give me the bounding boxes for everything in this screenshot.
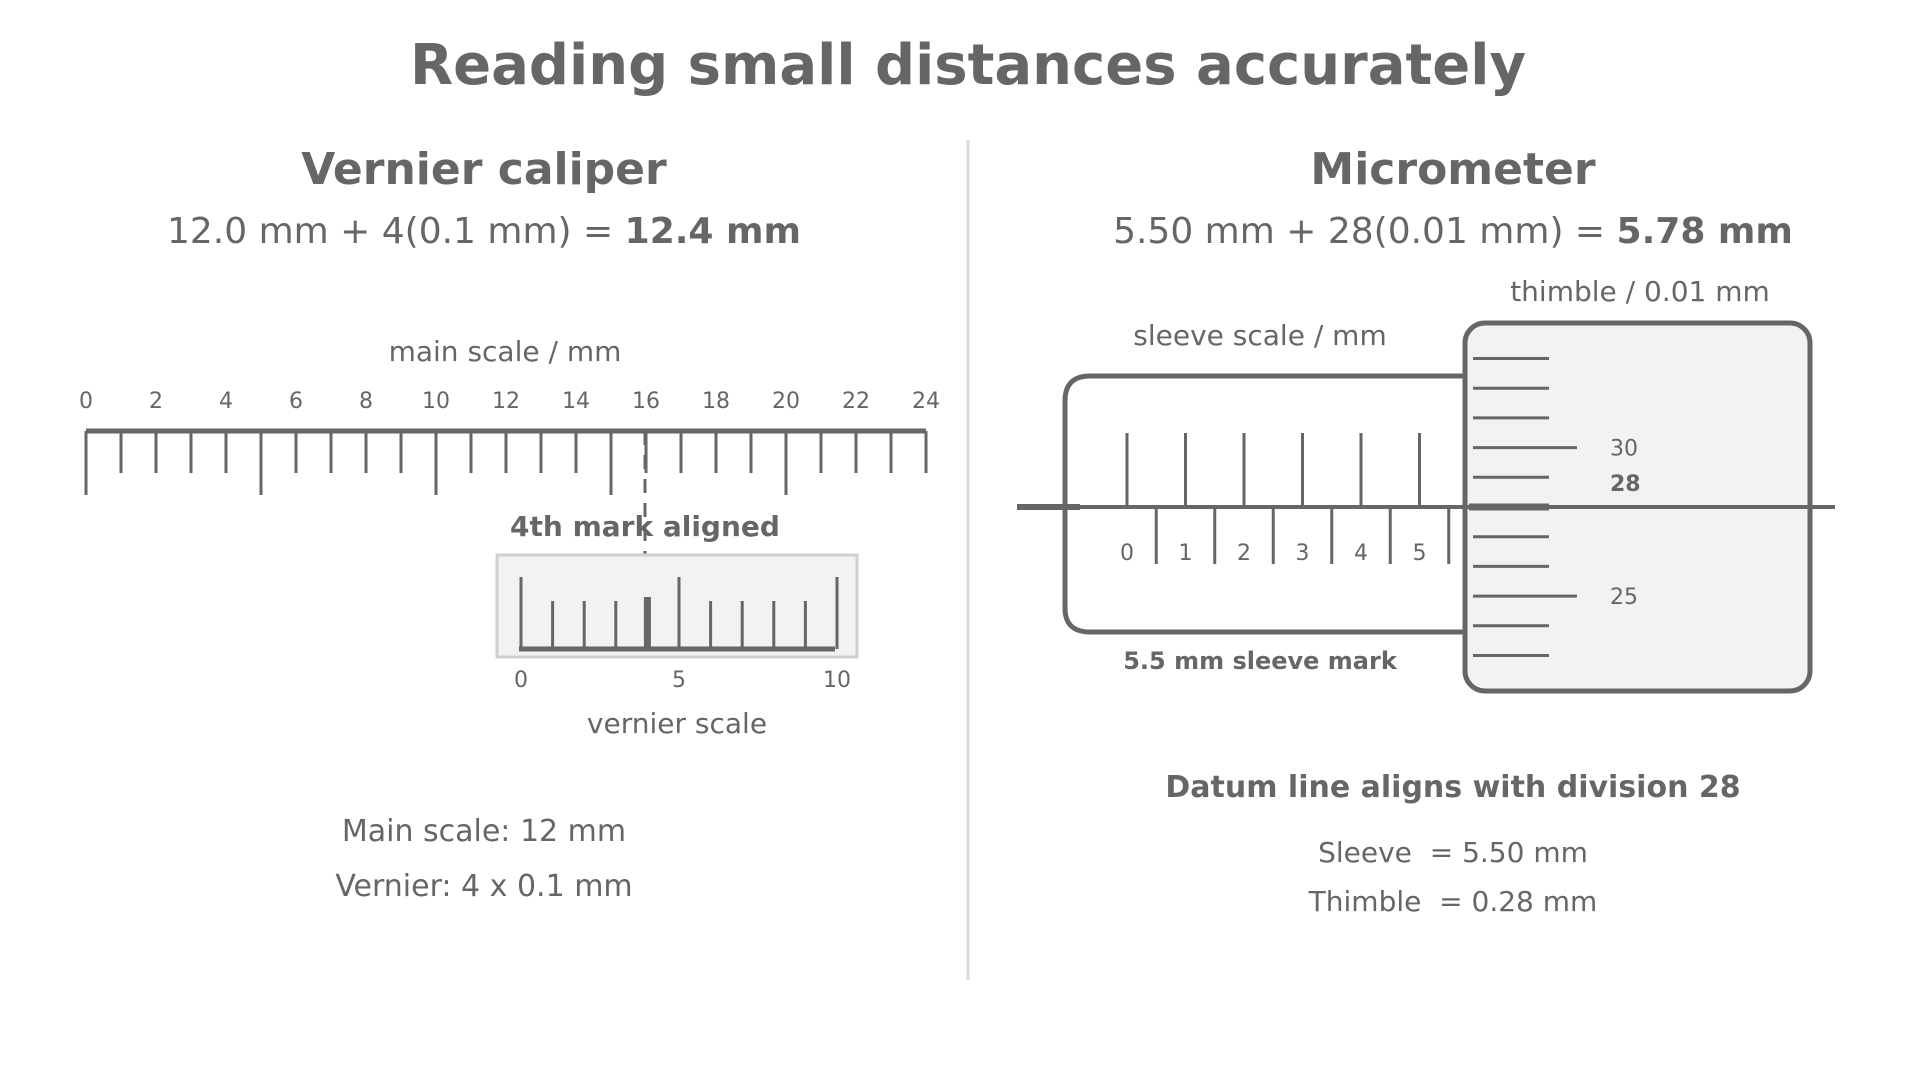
sleeve-tick-label: 2 xyxy=(1237,541,1251,566)
main-scale-tick-label: 6 xyxy=(289,389,303,414)
main-scale-tick-label: 14 xyxy=(562,389,590,414)
main-scale-tick-label: 16 xyxy=(632,389,660,414)
caliper-equation-prefix: 12.0 mm + 4(0.1 mm) = xyxy=(167,211,625,252)
datum-text: Datum line aligns with division 28 xyxy=(1165,770,1740,805)
page-title: Reading small distances accurately xyxy=(410,33,1526,98)
main-scale-tick-label: 18 xyxy=(702,389,730,414)
main-scale-tick-label: 22 xyxy=(842,389,870,414)
main-scale-label: main scale / mm xyxy=(389,335,622,368)
sleeve-tick-label: 3 xyxy=(1296,541,1310,566)
sleeve-scale: 0 1 2 3 4 5 xyxy=(1120,433,1451,566)
sleeve-body xyxy=(1062,373,1465,635)
caliper-summary-main: Main scale: 12 mm xyxy=(342,814,626,849)
caliper-equation-result: 12.4 mm xyxy=(625,211,801,252)
sleeve-value: Sleeve = 5.50 mm xyxy=(1318,836,1588,869)
micrometer-equation-prefix: 5.50 mm + 28(0.01 mm) = xyxy=(1113,211,1616,252)
vernier-scale-label: vernier scale xyxy=(587,707,767,740)
sleeve-tick-label: 1 xyxy=(1179,541,1193,566)
main-scale-tick-label: 20 xyxy=(772,389,800,414)
main-scale-tick-label: 0 xyxy=(79,389,93,414)
thimble-tick-label: 25 xyxy=(1610,585,1638,610)
main-scale-tick-label: 4 xyxy=(219,389,233,414)
caliper-equation: 12.0 mm + 4(0.1 mm) = 12.4 mm xyxy=(167,211,801,252)
main-scale-tick-label: 24 xyxy=(912,389,940,414)
sleeve-tick-label: 5 xyxy=(1413,541,1427,566)
micrometer-equation-result: 5.78 mm xyxy=(1617,211,1793,252)
vernier-tick-label: 10 xyxy=(823,668,851,693)
thimble-value: Thimble = 0.28 mm xyxy=(1308,885,1598,918)
main-scale-tick-label: 12 xyxy=(492,389,520,414)
sleeve-mark-label: 5.5 mm sleeve mark xyxy=(1123,647,1398,675)
micrometer-heading: Micrometer xyxy=(1310,144,1595,195)
thimble-scale: 30 28 25 xyxy=(1469,357,1641,657)
vernier-tick-label: 5 xyxy=(672,668,686,693)
vernier-panel xyxy=(495,553,859,659)
thimble-label: thimble / 0.01 mm xyxy=(1510,275,1770,308)
main-scale-tick-label: 10 xyxy=(422,389,450,414)
caliper-summary-vernier: Vernier: 4 x 0.1 mm xyxy=(335,869,632,904)
vernier-tick-label: 0 xyxy=(514,668,528,693)
thimble-tick-label: 28 xyxy=(1610,472,1641,497)
caliper-heading: Vernier caliper xyxy=(301,144,667,195)
micrometer-equation: 5.50 mm + 28(0.01 mm) = 5.78 mm xyxy=(1113,211,1793,252)
sleeve-tick-label: 4 xyxy=(1354,541,1368,566)
thimble-tick-label: 30 xyxy=(1610,437,1638,462)
sleeve-tick-label: 0 xyxy=(1120,541,1134,566)
sleeve-label: sleeve scale / mm xyxy=(1133,319,1386,352)
vernier-scale: 0 5 10 xyxy=(514,577,851,693)
main-scale-tick-label: 2 xyxy=(149,389,163,414)
main-scale-tick-label: 8 xyxy=(359,389,373,414)
